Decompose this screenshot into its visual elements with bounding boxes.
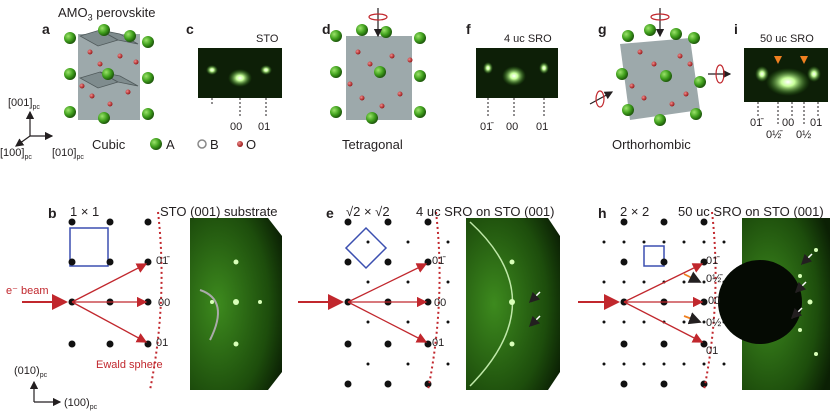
rheed-f-label-1: 00: [506, 121, 519, 133]
panel-label-i: i: [734, 21, 738, 37]
axis-001: [001]pc: [8, 97, 40, 112]
rheed-c-label-01: 01: [258, 121, 271, 133]
beam-label-b: e⁻ beam: [6, 285, 49, 297]
legend-b-ball: [197, 139, 207, 149]
rheed-photo-e: [466, 218, 560, 390]
axis-010: [010]pc: [52, 147, 84, 162]
rheed-c-title: STO: [256, 33, 279, 45]
e-cell-label: √2 × √2: [346, 204, 390, 219]
orthorhombic-crystal: [589, 8, 732, 126]
panel-label-g: g: [598, 21, 607, 37]
crystal-axes: [15, 110, 54, 147]
b-cell-label: 1 × 1: [70, 204, 100, 219]
legend-b-label: B: [210, 137, 219, 152]
legend-a-label: A: [166, 137, 175, 152]
rheed-i-label-1: 00: [782, 117, 795, 129]
e-spot-label-0: 01̄: [432, 255, 445, 267]
b-title: STO (001) substrate: [160, 204, 278, 219]
rheed-i: [744, 48, 828, 126]
b-spot-label-0: 01̄: [156, 255, 169, 267]
axis-100-lower: (100)pc: [64, 397, 98, 412]
panel-label-b: b: [48, 205, 57, 221]
h-half-label-1: 0½: [706, 317, 722, 329]
rheed-c-label-00: 00: [230, 121, 243, 133]
rheed-photo-h: [718, 218, 830, 390]
tetragonal-crystal: [330, 8, 426, 124]
panel-label-h: h: [598, 205, 607, 221]
rheed-photo-b: [190, 218, 282, 390]
h-cell-label: 2 × 2: [620, 204, 650, 219]
rheed-i-label-0: 01̄: [750, 117, 763, 129]
tetragonal-label: Tetragonal: [342, 137, 403, 152]
ewald-label: Ewald sphere: [96, 359, 163, 371]
axis-100: [100]pc: [0, 147, 32, 162]
h-half-label-0: 0½̄: [706, 273, 722, 285]
panel-label-a: a: [42, 21, 50, 37]
b-spot-label-1: 00: [158, 297, 171, 309]
cubic-crystal: [64, 24, 154, 124]
cubic-label: Cubic: [92, 137, 126, 152]
b-spot-label-2: 01: [156, 337, 169, 349]
legend-o-label: O: [246, 137, 257, 152]
rheed-i-label-2: 01: [810, 117, 823, 129]
rheed-i-label-3: 0½̄: [766, 129, 782, 141]
h-spot-label-1: 00: [708, 295, 721, 307]
rheed-f-title: 4 uc SRO: [504, 33, 552, 45]
panel-label-e: e: [326, 205, 334, 221]
reciprocal-lattice-b: [22, 211, 163, 407]
panel-label-d: d: [322, 21, 331, 37]
legend-o-ball: [237, 141, 243, 147]
axis-010-lower: (010)pc: [14, 365, 48, 380]
h-spot-label-2: 01: [706, 345, 719, 357]
perovskite-title: AMO3 perovskite: [58, 5, 156, 23]
e-title: 4 uc SRO on STO (001): [416, 204, 555, 219]
e-spot-label-2: 01: [432, 337, 445, 349]
panel-label-c: c: [186, 21, 194, 37]
rheed-i-title: 50 uc SRO: [760, 33, 814, 45]
orthorhombic-label: Orthorhombic: [612, 137, 691, 152]
rheed-f-label-2: 01: [536, 121, 549, 133]
e-spot-label-1: 00: [434, 297, 447, 309]
legend-a-ball: [150, 138, 162, 150]
reciprocal-lattice-h: [578, 211, 726, 391]
h-title: 50 uc SRO on STO (001): [678, 204, 824, 219]
reciprocal-lattice-e: [298, 211, 450, 391]
rheed-c: [198, 48, 282, 118]
rheed-f-label-0: 01̄: [480, 121, 493, 133]
h-spot-label-0: 01̄: [706, 255, 719, 267]
rheed-f: [476, 48, 558, 118]
panel-label-f: f: [466, 21, 471, 37]
rheed-i-label-4: 0½: [796, 129, 812, 141]
